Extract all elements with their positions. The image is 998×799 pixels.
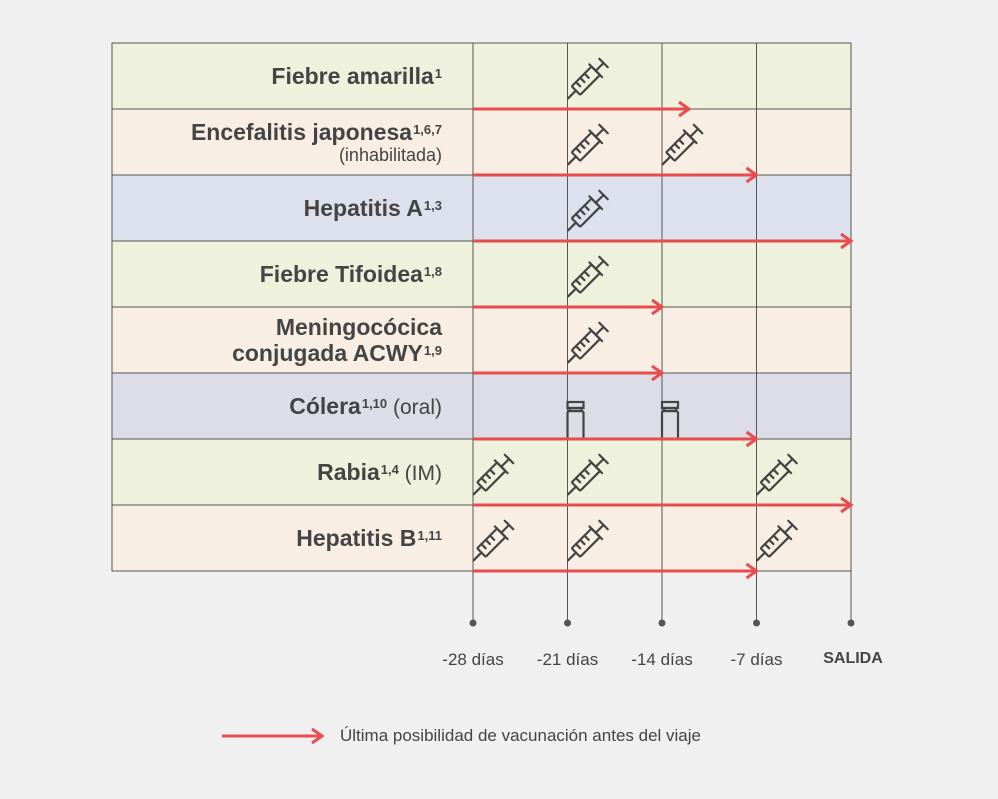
vaccine-name: Encefalitis japonesa1,6,7 <box>112 119 442 145</box>
syringe-icon <box>567 453 609 496</box>
footnote-ref: 1,9 <box>423 343 442 358</box>
tick-label: -14 días <box>631 650 693 669</box>
deadline-arrow-head <box>678 100 692 118</box>
row-background <box>111 42 852 110</box>
vaccine-name-text: Cólera <box>289 393 361 419</box>
row-label: Hepatitis B1,11 <box>112 525 442 551</box>
row-background <box>111 504 852 572</box>
deadline-arrow-head <box>745 562 760 580</box>
tick-label: -28 días <box>442 650 504 669</box>
deadline-arrow-head <box>745 166 760 184</box>
vaccine-name: Cólera1,10 (oral) <box>112 393 442 421</box>
tick-label: -7 días <box>730 650 783 669</box>
deadline-arrow-head <box>840 232 854 250</box>
row-label: Fiebre Tifoidea1,8 <box>112 261 442 287</box>
vaccine-name-text: Hepatitis B <box>296 525 417 551</box>
footnote-ref: 1,10 <box>361 396 388 411</box>
tick-label: -21 días <box>536 650 599 669</box>
route-note: (IM) <box>398 462 442 485</box>
deadline-arrow-head <box>745 430 760 448</box>
syringe-icon <box>567 255 609 298</box>
deadline-arrow-head <box>651 298 665 316</box>
vaccine-name: Fiebre Tifoidea1,8 <box>112 261 442 287</box>
vaccine-name-text: Encefalitis japonesa <box>190 119 413 145</box>
row-label: Fiebre amarilla1 <box>112 63 442 89</box>
row-background <box>111 108 852 176</box>
footnote-ref: 1,3 <box>423 198 442 213</box>
vaccine-name: Fiebre amarilla1 <box>112 63 442 89</box>
row-label: Rabia1,4 (IM) <box>112 459 442 487</box>
syringe-icon <box>567 57 609 100</box>
tick-dot <box>753 619 760 627</box>
vaccine-name-line1: Meningocócica <box>275 314 442 340</box>
vaccine-name: Hepatitis B1,11 <box>112 525 442 551</box>
vaccine-note: (inhabilitada) <box>338 145 442 165</box>
syringe-icon <box>756 453 798 496</box>
deadline-arrow-head <box>651 364 665 382</box>
route-note: (oral) <box>387 396 442 419</box>
tick-label: SALIDA <box>823 650 883 667</box>
deadline-arrow-head <box>840 496 854 514</box>
vaccine-name-text: Hepatitis A <box>303 195 423 221</box>
vaccine-name-text: Rabia <box>317 459 380 485</box>
row-background <box>111 240 852 308</box>
syringe-icon <box>567 123 609 166</box>
footnote-ref: 1 <box>434 66 442 81</box>
footnote-ref: 1,4 <box>380 462 399 477</box>
syringe-icon <box>472 519 515 562</box>
syringe-icon <box>661 123 704 166</box>
legend-arrow-icon <box>222 727 325 745</box>
vaccine-name: Rabia1,4 (IM) <box>112 459 442 487</box>
row-background <box>111 306 852 374</box>
vaccine-name: Hepatitis A1,3 <box>112 195 442 221</box>
tick-dot <box>469 619 477 627</box>
row-label: Hepatitis A1,3 <box>112 195 442 221</box>
footnote-ref: 1,11 <box>417 528 442 543</box>
footnote-ref: 1,8 <box>423 264 442 279</box>
row-label: Encefalitis japonesa1,6,7(inhabilitada) <box>112 119 442 165</box>
syringe-icon <box>567 321 609 364</box>
vaccine-name-line2: conjugada ACWY <box>232 340 423 366</box>
syringe-icon <box>472 453 515 496</box>
footnote-ref: 1,6,7 <box>413 122 442 137</box>
tick-dot <box>658 619 666 627</box>
tick-dot <box>847 619 855 627</box>
syringe-icon <box>567 519 609 562</box>
syringe-icon <box>756 519 798 562</box>
tick-dot <box>564 619 571 627</box>
row-label: Cólera1,10 (oral) <box>112 393 442 421</box>
vaccine-name-text: Fiebre amarilla <box>271 63 434 89</box>
vaccine-name-text: Fiebre Tifoidea <box>259 261 423 287</box>
row-background <box>111 372 852 440</box>
syringe-icon <box>567 189 609 232</box>
legend-label: Última posibilidad de vacunación antes d… <box>340 726 701 745</box>
